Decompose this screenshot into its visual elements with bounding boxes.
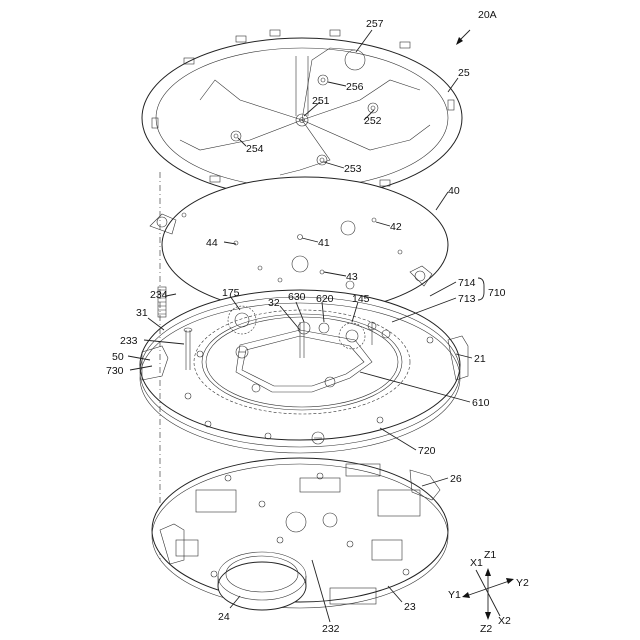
label-713: 713 [458,293,476,305]
bracket-710 [478,278,484,300]
axis-z2: Z2 [480,623,492,635]
label-26: 26 [450,473,462,485]
label-21: 21 [474,353,486,365]
label-253: 253 [344,163,362,175]
label-610: 610 [472,397,490,409]
figure-id: 20A [456,9,497,45]
label-232: 232 [322,623,340,635]
label-620: 620 [316,293,334,305]
axis-x1: X1 [470,557,483,569]
label-254: 254 [246,143,264,155]
label-31: 31 [136,307,148,319]
label-44: 44 [206,237,218,249]
axis-y1: Y1 [448,589,461,601]
circuit-plate-25 [142,30,462,198]
figure-id-label: 20A [478,9,497,21]
label-145: 145 [352,293,370,305]
label-24: 24 [218,611,230,623]
label-50: 50 [112,351,124,363]
label-730: 730 [106,365,124,377]
label-234: 234 [150,289,168,301]
label-233: 233 [120,335,138,347]
label-43: 43 [346,271,358,283]
label-714: 714 [458,277,476,289]
label-630: 630 [288,291,306,303]
label-710: 710 [488,287,506,299]
axis-z1: Z1 [484,549,496,561]
label-256: 256 [346,81,364,93]
label-720: 720 [418,445,436,457]
label-42: 42 [390,221,402,233]
label-257: 257 [366,18,384,30]
label-23: 23 [404,601,416,613]
label-251: 251 [312,95,330,107]
label-40: 40 [448,185,460,197]
label-41: 41 [318,237,330,249]
main-plate-21 [140,290,468,453]
axis-indicator: X1 Z1 Y1 Y2 Z2 X2 [448,549,529,635]
label-252: 252 [364,115,382,127]
label-32: 32 [268,297,280,309]
label-175: 175 [222,287,240,299]
label-25: 25 [458,67,470,79]
axis-y2: Y2 [516,577,529,589]
axis-x2: X2 [498,615,511,627]
